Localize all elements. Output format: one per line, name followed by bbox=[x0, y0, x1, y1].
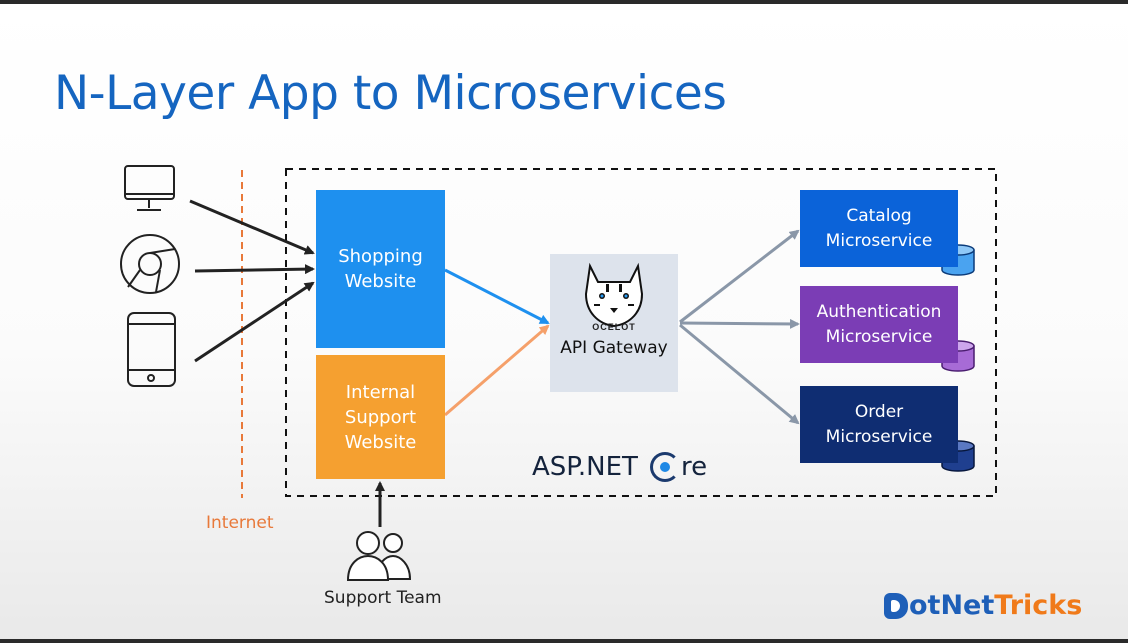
arrow-internal-gateway bbox=[444, 324, 550, 417]
api-gateway-box: OCELOT API Gateway bbox=[550, 254, 678, 392]
internal-support-website-box: Internal Support Website bbox=[316, 355, 445, 479]
monitor-icon bbox=[124, 165, 175, 211]
app-boundary bbox=[285, 168, 997, 497]
arrow-mobile bbox=[194, 281, 315, 363]
arrow-browser bbox=[194, 264, 315, 275]
shopping-website-box: Shopping Website bbox=[316, 190, 445, 348]
arrow-desktop bbox=[189, 199, 315, 255]
chrome-icon bbox=[120, 234, 180, 294]
catalog-microservice-box: Catalog Microservice bbox=[800, 190, 958, 267]
brand-text-first: otNet bbox=[909, 590, 995, 621]
smartphone-icon bbox=[127, 312, 176, 387]
internet-label: Internet bbox=[206, 513, 274, 533]
dotnettricks-logo: otNet Tricks bbox=[884, 590, 1082, 621]
window-top-bar bbox=[0, 0, 1128, 4]
arrow-gateway-catalog bbox=[679, 229, 800, 324]
aspnet-text: ASP.NET bbox=[532, 452, 638, 482]
ocelot-logo-text: OCELOT bbox=[592, 322, 636, 332]
authentication-microservice-box: Authentication Microservice bbox=[800, 286, 958, 363]
support-team-label: Support Team bbox=[324, 588, 442, 608]
support-team-icon bbox=[346, 531, 412, 581]
slide-title: N-Layer App to Microservices bbox=[54, 66, 727, 121]
core-logo-icon bbox=[649, 452, 680, 482]
arrow-gateway-order bbox=[679, 323, 800, 425]
arrow-shopping-gateway bbox=[444, 268, 550, 325]
core-text: re bbox=[680, 452, 708, 482]
window-bottom-bar bbox=[0, 639, 1128, 643]
order-microservice-box: Order Microservice bbox=[800, 386, 958, 463]
ocelot-logo-icon bbox=[584, 262, 644, 328]
arrow-gateway-auth bbox=[679, 318, 800, 329]
api-gateway-label: API Gateway bbox=[560, 338, 668, 358]
aspnet-core-logo: ASP.NET re bbox=[532, 452, 707, 482]
brand-text-second: Tricks bbox=[994, 590, 1083, 621]
brand-d-icon bbox=[884, 592, 908, 619]
